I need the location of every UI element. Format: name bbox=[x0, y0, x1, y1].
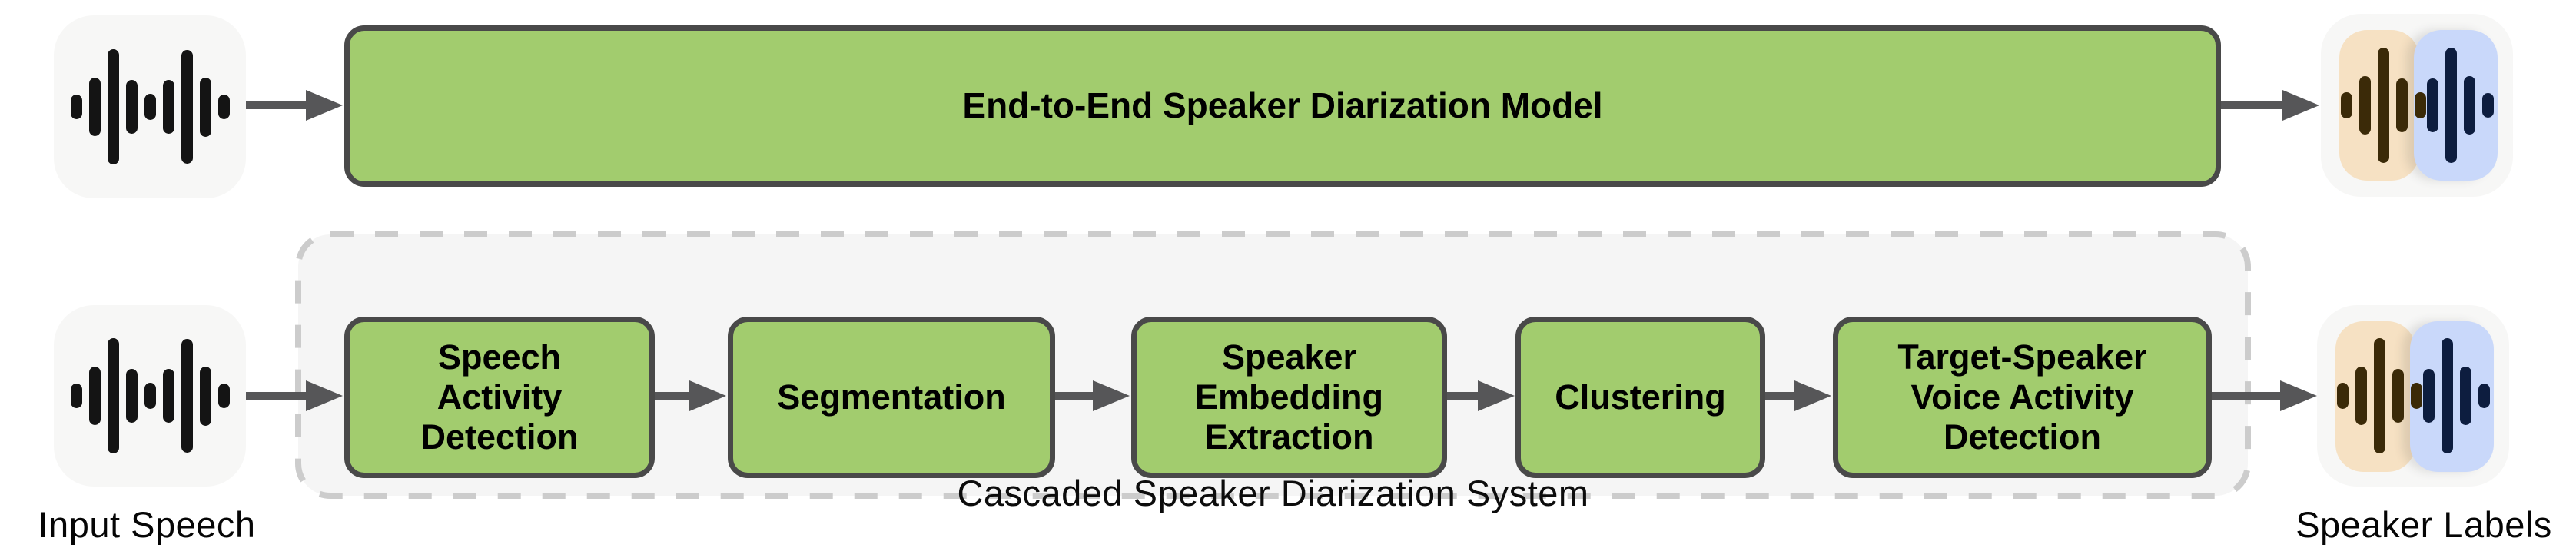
speaker2-waveform-bars bbox=[2427, 48, 2494, 163]
speaker1-waveform-bars bbox=[2341, 48, 2426, 163]
arrow-right-icon bbox=[246, 380, 343, 411]
speaker-labels-icon bbox=[2317, 305, 2509, 487]
stage-label: Speech Activity Detection bbox=[420, 337, 579, 457]
speaker-labels-icon bbox=[2321, 14, 2513, 197]
stage-label: Segmentation bbox=[777, 377, 1006, 417]
stage-target-speaker-voice-activity-detection: Target-Speaker Voice Activity Detection bbox=[1833, 317, 2212, 478]
stage-label: Clustering bbox=[1555, 377, 1726, 417]
e2e-model-label: End-to-End Speaker Diarization Model bbox=[962, 85, 1603, 126]
waveform-icon bbox=[54, 305, 246, 487]
arrow-right-icon bbox=[1765, 380, 1831, 411]
stage-segmentation: Segmentation bbox=[728, 317, 1055, 478]
arrow-right-icon bbox=[246, 90, 343, 121]
speaker2-waveform-bars bbox=[2423, 338, 2490, 453]
arrow-right-icon bbox=[2221, 90, 2319, 121]
speaker1-waveform-bars bbox=[2337, 338, 2422, 453]
e2e-model-box: End-to-End Speaker Diarization Model bbox=[344, 25, 2221, 187]
waveform-icon bbox=[54, 15, 246, 198]
arrow-right-icon bbox=[1055, 380, 1130, 411]
stage-speech-activity-detection: Speech Activity Detection bbox=[344, 317, 655, 478]
input-speech-caption: Input Speech bbox=[38, 504, 256, 545]
arrow-right-icon bbox=[655, 380, 726, 411]
cascade-title: Cascaded Speaker Diarization System bbox=[957, 473, 1589, 513]
speaker-labels-caption: Speaker Labels bbox=[2295, 504, 2552, 545]
stage-clustering: Clustering bbox=[1515, 317, 1765, 478]
stage-label: Speaker Embedding Extraction bbox=[1195, 337, 1383, 457]
arrow-right-icon bbox=[2212, 380, 2317, 411]
waveform-bars bbox=[70, 49, 230, 164]
stage-label: Target-Speaker Voice Activity Detection bbox=[1897, 337, 2147, 457]
stage-speaker-embedding-extraction: Speaker Embedding Extraction bbox=[1131, 317, 1447, 478]
arrow-right-icon bbox=[1447, 380, 1515, 411]
waveform-bars bbox=[70, 338, 230, 453]
